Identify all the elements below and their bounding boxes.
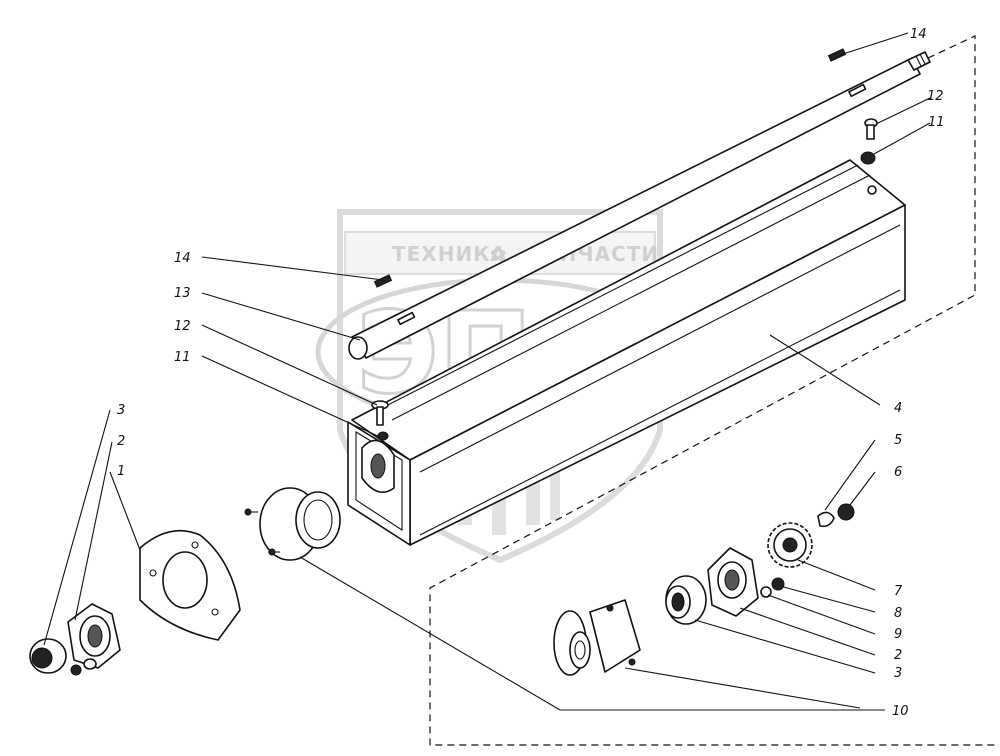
- callout-7: 7: [894, 584, 903, 599]
- hub-left: [244, 487, 341, 561]
- callout-10: 10: [892, 704, 909, 719]
- bearing-housing-left: [67, 603, 121, 669]
- callout-9: 9: [894, 627, 902, 642]
- callout-12-left: 12: [174, 319, 191, 334]
- flange-plate: [139, 529, 241, 641]
- bearing-right: [665, 575, 707, 625]
- bolt-left: [371, 400, 389, 426]
- leader-lines: [43, 32, 931, 711]
- sprocket: [767, 522, 813, 568]
- assembly-dashed-outline: [429, 35, 995, 746]
- callout-2-left: 2: [117, 434, 125, 449]
- callout-labels: 14 12 11 14 13 12 11 4 3 2 1 5 6 7 8 9 2…: [117, 27, 945, 719]
- callout-3-right: 3: [894, 666, 902, 681]
- housing-beam: [347, 159, 906, 546]
- bolt-top: [864, 118, 878, 140]
- callout-14-top: 14: [910, 27, 927, 42]
- callout-3-left: 3: [117, 403, 125, 418]
- callout-1: 1: [117, 464, 125, 479]
- key-left: [373, 274, 393, 288]
- watermark-gear-icon: ✿: [490, 242, 508, 266]
- bearing-housing-right: [707, 547, 759, 617]
- nut-6: [837, 503, 855, 521]
- callout-4: 4: [894, 401, 902, 416]
- nut-8: [771, 577, 785, 591]
- key-top: [827, 48, 847, 62]
- watermark-brand-left: ТЕХНИКА: [392, 242, 507, 266]
- lock-washer: [817, 511, 835, 528]
- callout-11-top: 11: [928, 115, 945, 130]
- drive-shaft: [348, 51, 931, 360]
- callout-6: 6: [894, 465, 902, 480]
- callout-12-top: 12: [927, 89, 944, 104]
- nut-small-left: [70, 664, 82, 676]
- washer-left: [83, 658, 97, 670]
- callout-8: 8: [894, 606, 902, 621]
- hub-right: [553, 599, 641, 676]
- callout-2-right: 2: [894, 648, 902, 663]
- callout-5: 5: [894, 433, 902, 448]
- bearing-left: [29, 638, 67, 674]
- nut-top: [860, 151, 876, 165]
- washer-9: [760, 586, 772, 598]
- callout-14-left: 14: [174, 251, 191, 266]
- callout-11-left: 11: [174, 350, 191, 365]
- nut-left: [377, 431, 389, 441]
- callout-13: 13: [174, 286, 191, 301]
